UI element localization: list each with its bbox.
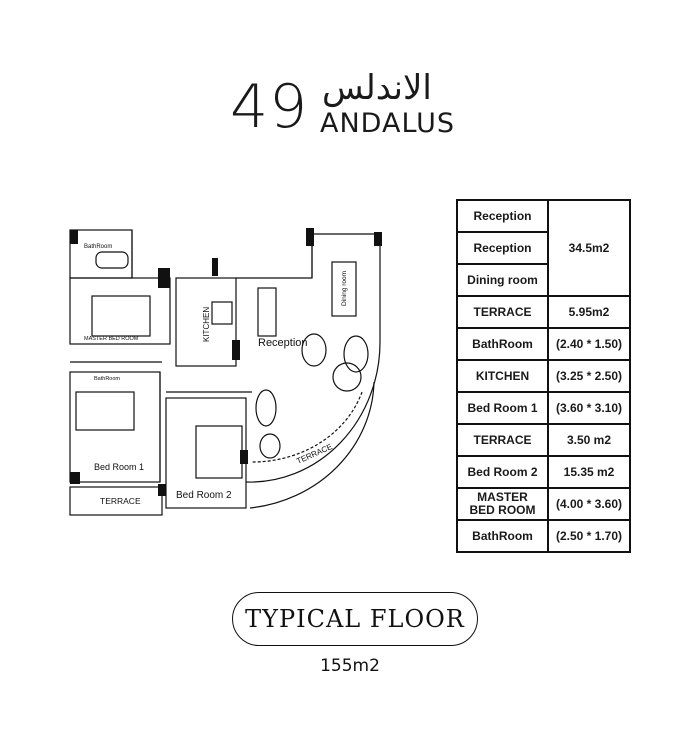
sofa-icon (257, 287, 277, 337)
logo-latin-name: ANDALUS (320, 108, 456, 139)
table-cell-room: BathRoom (456, 519, 549, 553)
plan-label-terrace-left: TERRACE (100, 496, 141, 506)
table-row: BathRoom (2.40 * 1.50) (456, 327, 631, 361)
plan-label-bathroom-mid: BathRoom (94, 376, 120, 382)
logo-number: 49 (230, 72, 309, 142)
table-row: TERRACE 3.50 m2 (456, 423, 631, 457)
table-cell-size: (2.50 * 1.70) (547, 519, 631, 553)
plan-label-master-bed-room: MASTER BED ROOM (84, 336, 139, 342)
table-cell-room: Reception (456, 231, 549, 265)
bathtub-icon (95, 251, 129, 269)
terrace-left-walls (69, 486, 163, 516)
bathroom-top-walls (69, 229, 133, 279)
stove-icon (211, 301, 233, 325)
room-area-table: Reception 34.5m2 Reception Dining room T… (456, 199, 631, 553)
table-row: BathRoom (2.50 * 1.70) (456, 519, 631, 553)
plan-label-kitchen: KITCHEN (202, 307, 211, 342)
table-row: KITCHEN (3.25 * 2.50) (456, 359, 631, 393)
curved-terrace-outer (249, 381, 375, 509)
table-cell-room: Reception (456, 199, 549, 233)
table-row: Bed Room 1 (3.60 * 3.10) (456, 391, 631, 425)
table-cell-room: MASTER BED ROOM (456, 487, 549, 521)
floor-plan: BathRoom MASTER BED ROOM BathRoom Bed Ro… (69, 228, 382, 516)
bed-room-1-bed-icon (75, 391, 135, 431)
total-area-label: 155m2 (320, 656, 380, 676)
table-cell-room: Bed Room 2 (456, 455, 549, 489)
plan-label-bed-room-1: Bed Room 1 (94, 462, 144, 472)
table-cell-size: 3.50 m2 (547, 423, 631, 457)
typical-floor-badge: TYPICAL FLOOR (232, 592, 478, 646)
table-cell-room: KITCHEN (456, 359, 549, 393)
plan-label-reception: Reception (258, 337, 308, 349)
master-bed-icon (91, 295, 151, 337)
armchair-icon (301, 333, 327, 367)
master-bedroom-walls (69, 277, 171, 345)
table-cell-size: 15.35 m2 (547, 455, 631, 489)
table-cell-room: Bed Room 1 (456, 391, 549, 425)
table-row: MASTER BED ROOM (4.00 * 3.60) (456, 487, 631, 521)
table-row: Bed Room 2 15.35 m2 (456, 455, 631, 489)
bed-room-2-beds-icon (195, 425, 243, 479)
table-cell-room: TERRACE (456, 423, 549, 457)
table-cell-reception-size: 34.5m2 (547, 199, 631, 297)
table-row: TERRACE 5.95m2 (456, 295, 631, 329)
kitchen-walls (175, 277, 237, 367)
table-cell-room: BathRoom (456, 327, 549, 361)
logo-arabic-name: الاندلس (322, 68, 432, 108)
table-cell-size: (3.25 * 2.50) (547, 359, 631, 393)
plan-label-bed-room-2: Bed Room 2 (176, 490, 232, 501)
project-logo: 49 الاندلس ANDALUS (230, 68, 490, 148)
plan-label-bathroom-top: BathRoom (84, 244, 112, 250)
table-cell-room: TERRACE (456, 295, 549, 329)
curved-wall-inner (245, 341, 381, 483)
plan-label-dining-room: Dining room (341, 271, 348, 306)
table-cell-room: Dining room (456, 263, 549, 297)
table-cell-size: 5.95m2 (547, 295, 631, 329)
table-cell-size: (3.60 * 3.10) (547, 391, 631, 425)
table-cell-size: (2.40 * 1.50) (547, 327, 631, 361)
table-cell-size: (4.00 * 3.60) (547, 487, 631, 521)
dining-table-icon (331, 261, 357, 317)
